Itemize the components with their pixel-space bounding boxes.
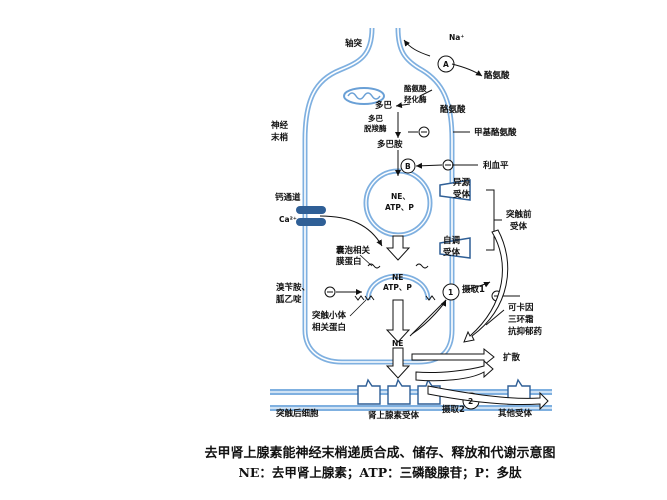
uptake2-number: 2 <box>468 397 473 406</box>
other-receptor-label: 其他受体 <box>498 408 533 419</box>
presynaptic-bracket <box>486 189 502 251</box>
bretylium-label-2: 胍乙啶 <box>276 294 302 305</box>
postsynaptic-membrane <box>270 389 552 411</box>
calcium-ion-label: Ca²⁺ <box>279 215 297 224</box>
release-content-2: ATP、P <box>383 283 412 292</box>
vesicle-content-2: ATP、P <box>385 203 414 212</box>
leader-lines <box>349 254 373 317</box>
tyrosine-top-label: 酪氨酸 <box>484 70 510 81</box>
caption-title: 去甲肾上腺素能神经末梢递质合成、储存、释放和代谢示意图 <box>204 446 556 461</box>
caption-legend: NE：去甲肾上腺素；ATP：三磷酸腺苷；P：多肽 <box>238 465 522 480</box>
uptake2-label: 摄取2 <box>442 404 465 415</box>
vesicle-protein-label-2: 膜蛋白 <box>336 256 362 267</box>
neuron-membrane-inner <box>304 27 453 363</box>
enzyme-a-label: A <box>443 60 449 69</box>
vesicle-b-circle <box>400 158 416 174</box>
presynaptic-receptor-label-2: 受体 <box>510 221 528 232</box>
ne-cleft-label: NE <box>392 339 403 348</box>
calcium-channel-label: 钙通道 <box>275 192 301 203</box>
tyrosine-hydroxylase-label-2: 羟化酶 <box>404 94 427 104</box>
uptake1-label: 摄取1 <box>462 284 485 295</box>
vesicle-b-label: B <box>405 162 411 171</box>
release-vesicle <box>365 273 431 301</box>
postsynaptic-cell-label: 突触后细胞 <box>276 408 319 419</box>
vesicle-content-1: NE、 <box>391 192 410 201</box>
uptake1-number: 1 <box>448 288 453 297</box>
synaptosome-protein-label-1: 突触小体 <box>312 310 347 321</box>
dopa-decarboxylase-label-2: 脱羧酶 <box>364 123 387 133</box>
adrenoceptor-label: 肾上腺素受体 <box>368 410 420 421</box>
release-arrows <box>385 229 549 411</box>
uptake-drugs-label-2: 三环霜 <box>508 314 534 325</box>
uptake1-circle <box>442 283 460 301</box>
uptake-drugs-label-1: 可卡因 <box>508 302 534 313</box>
flow-arrows <box>319 39 520 326</box>
autoreceptor-label-1: 自调 <box>443 235 461 246</box>
reserpine-label: 利血平 <box>482 160 509 171</box>
methyltyrosine-label: 甲基酪氨酸 <box>474 127 517 138</box>
heteroreceptor-label-1: 异源 <box>453 177 471 188</box>
tyrosine-mid-label: 酪氨酸 <box>440 104 466 115</box>
axon-label: 轴突 <box>345 38 363 49</box>
release-content-1: NE <box>392 273 403 282</box>
dopamine-label: 多巴胺 <box>377 139 403 150</box>
heteroreceptor-shape <box>439 179 471 201</box>
sodium-label: Na⁺ <box>449 33 464 42</box>
uptake1-arrow <box>411 281 491 335</box>
synaptosome-protein-label-2: 相关蛋白 <box>312 322 346 333</box>
calcium-channel <box>296 206 326 226</box>
uptake-drugs-label-3: 抗抑郁药 <box>508 326 543 337</box>
bretylium-label-1: 溴苄胺、 <box>276 282 310 293</box>
tyrosine-hydroxylase-label-1: 酪氨酸 <box>404 83 427 93</box>
mitochondrion <box>343 87 385 105</box>
inhibit-icons <box>324 126 503 302</box>
nerve-terminal-label-2: 末梢 <box>270 132 289 143</box>
vesicle-protein-label-1: 囊泡相关 <box>335 245 371 256</box>
autoreceptor-shape <box>439 237 471 259</box>
nerve-terminal-label-1: 神经 <box>271 120 289 131</box>
autoreceptor-label-2: 受体 <box>443 247 461 258</box>
dopa-decarboxylase-label-1: 多巴 <box>368 113 383 123</box>
presynaptic-receptor-label-1: 突触前 <box>506 209 532 220</box>
diffusion-label: 扩散 <box>503 352 521 363</box>
heteroreceptor-label-2: 受体 <box>453 189 471 200</box>
dopa-label: 多巴 <box>375 100 393 111</box>
